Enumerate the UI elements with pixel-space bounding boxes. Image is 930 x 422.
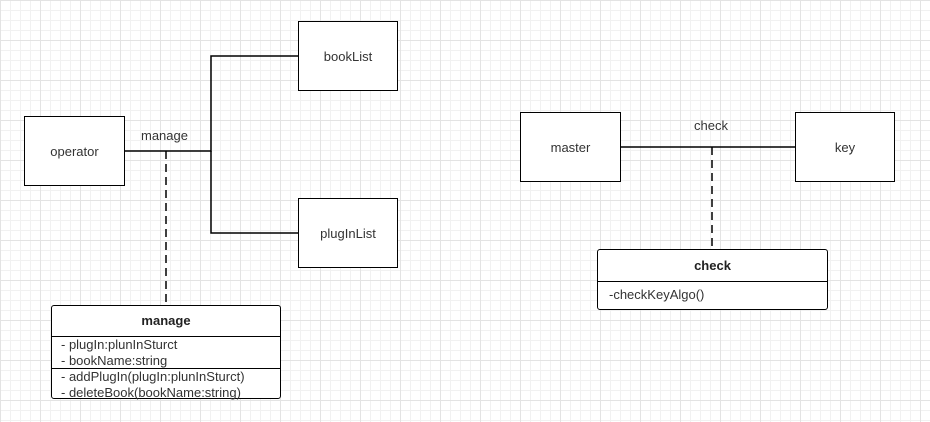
check-class-box[interactable]: check -checkKeyAlgo() (597, 249, 828, 310)
pluginlist-label: plugInList (320, 225, 376, 241)
check-class-methods: -checkKeyAlgo() (598, 282, 827, 303)
master-label: master (550, 139, 591, 155)
manage-class-box[interactable]: manage - plugIn:plunInSturct - bookName:… (51, 305, 281, 400)
operator-label: operator (50, 143, 99, 159)
check-class-title: check (598, 250, 827, 282)
operator-to-booklist-edge[interactable] (125, 55, 298, 152)
manage-method-addplugin: - addPlugIn(plugIn:plunInSturct) (61, 369, 245, 384)
manage-class-attributes: - plugIn:plunInSturct - bookName:string (52, 337, 280, 368)
manage-attribute-bookname: - bookName:string (61, 352, 168, 368)
operator-node[interactable]: operator (24, 116, 125, 186)
key-node[interactable]: key (795, 112, 895, 182)
pluginlist-node[interactable]: plugInList (298, 198, 398, 268)
master-node[interactable]: master (520, 112, 621, 182)
manage-attribute-plugin: - plugIn:plunInSturct (61, 337, 178, 352)
manage-method-deletebook: - deleteBook(bookName:string) (61, 384, 241, 400)
booklist-node[interactable]: bookList (298, 21, 398, 91)
key-label: key (834, 139, 856, 155)
manage-edge-label: manage (141, 128, 188, 143)
booklist-label: bookList (323, 48, 373, 64)
manage-class-methods: - addPlugIn(plugIn:plunInSturct) - delet… (52, 368, 280, 400)
check-edge-label: check (694, 118, 728, 133)
operator-to-pluginlist-edge[interactable] (210, 151, 298, 234)
check-method-checkkeyalgo: -checkKeyAlgo() (609, 287, 705, 302)
manage-class-title: manage (52, 306, 280, 337)
